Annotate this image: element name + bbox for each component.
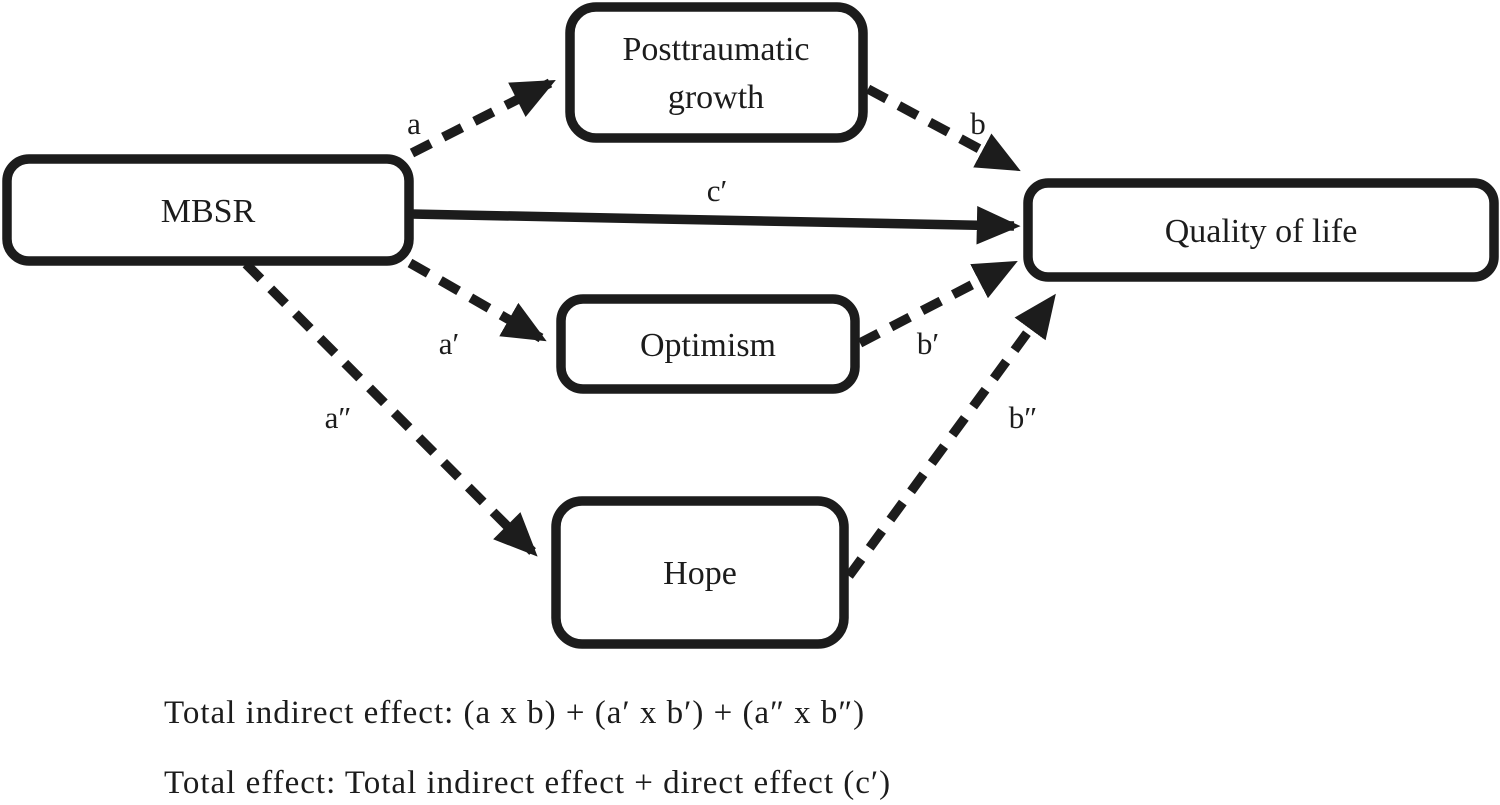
arrow-a-double-prime-mbsr-to-hope [242,260,538,557]
path-label-b-double-prime: b″ [1009,400,1037,435]
node-posttraumatic-growth-label-line1: Posttraumatic [623,31,810,68]
node-posttraumatic-growth [565,2,868,143]
arrow-b-posttraumatic-growth-to-quality-of-life [865,84,1021,173]
node-posttraumatic-growth-label-line2: growth [668,79,764,116]
note-total-effect: Total effect: Total indirect effect + di… [164,765,891,801]
node-optimism [556,294,860,394]
node-mbsr [2,154,414,266]
arrow-b-double-prime-hope-to-quality-of-life [845,293,1056,579]
arrow-b-prime-optimism-to-quality-of-life [857,259,1018,348]
path-label-a: a [407,106,421,141]
arrow-c-prime-mbsr-to-quality-of-life [410,206,1021,245]
path-label-b-prime: b′ [917,326,939,361]
node-quality-of-life-label: Quality of life [1165,213,1358,250]
node-hope-label: Hope [663,555,737,592]
path-label-b: b [970,106,986,141]
arrow-a-mbsr-to-posttraumatic-growth [409,78,556,158]
path-label-a-double-prime: a″ [325,400,352,435]
node-optimism-label: Optimism [640,327,776,364]
node-hope [551,496,849,649]
arrow-a-prime-mbsr-to-optimism [407,258,547,343]
note-total-indirect-effect: Total indirect effect: (a x b) + (a′ x b… [164,695,865,731]
path-label-c-prime: c′ [707,173,728,208]
node-mbsr-label: MBSR [161,193,256,230]
node-quality-of-life [1023,178,1499,282]
path-label-a-prime: a′ [439,326,460,361]
